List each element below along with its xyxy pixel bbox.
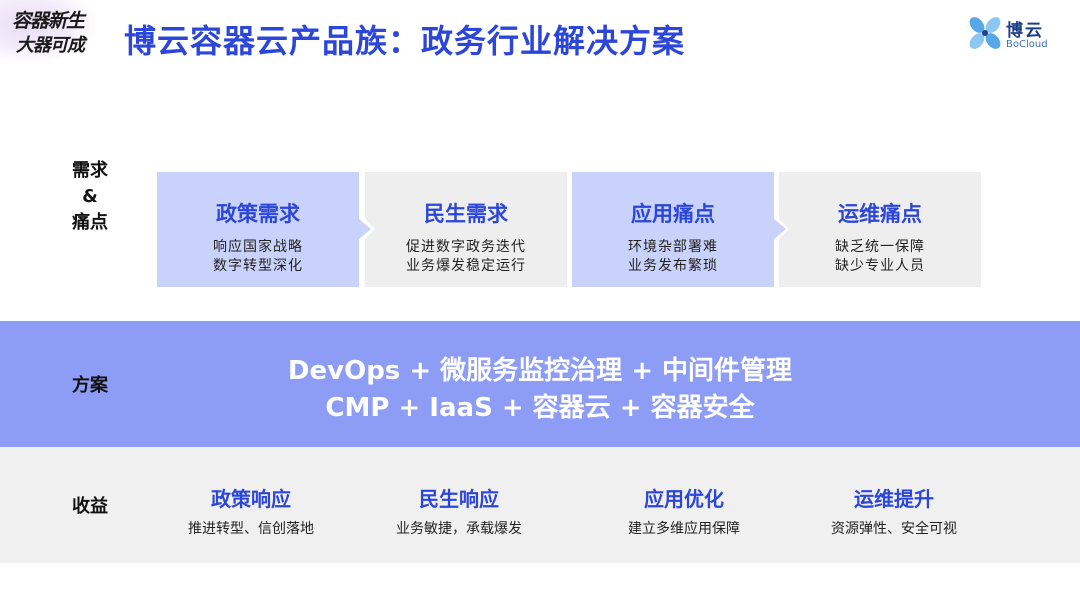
need-card-line: 响应国家战略 bbox=[213, 239, 303, 255]
benefit-item-app: 应用优化 建立多维应用保障 bbox=[584, 483, 784, 538]
benefit-item-ops: 运维提升 资源弹性、安全可视 bbox=[794, 483, 994, 538]
benefit-desc: 业务敏捷，承载爆发 bbox=[396, 521, 522, 537]
need-card-line: 业务发布繁琐 bbox=[628, 258, 718, 274]
logo-background bbox=[0, 0, 95, 62]
benefit-title: 运维提升 bbox=[854, 487, 934, 511]
row-label-solution: 方案 bbox=[72, 375, 108, 396]
need-card-livelihood: 民生需求 促进数字政务迭代 业务爆发稳定运行 bbox=[365, 172, 567, 287]
brand-mark-icon bbox=[969, 17, 1001, 49]
benefit-item-livelihood: 民生响应 业务敏捷，承载爆发 bbox=[359, 483, 559, 538]
need-card-title: 政策需求 bbox=[216, 202, 300, 226]
row-label-needs-line3: 痛点 bbox=[72, 212, 108, 233]
need-card-line: 数字转型深化 bbox=[213, 258, 303, 274]
need-card-title: 应用痛点 bbox=[631, 202, 715, 226]
card-arrow-icon bbox=[359, 219, 371, 239]
benefit-title: 民生响应 bbox=[419, 487, 499, 511]
benefit-title: 政策响应 bbox=[211, 487, 291, 511]
benefit-item-policy: 政策响应 推进转型、信创落地 bbox=[151, 483, 351, 538]
solution-line-1: DevOps + 微服务监控治理 + 中间件管理 bbox=[287, 356, 793, 386]
row-label-needs: 需求 & 痛点 bbox=[52, 158, 128, 236]
row-label-needs-line1: 需求 bbox=[72, 160, 108, 181]
need-card-line: 缺乏统一保障 bbox=[835, 239, 925, 255]
solution-band: DevOps + 微服务监控治理 + 中间件管理 CMP + IaaS + 容器… bbox=[0, 321, 1080, 447]
card-background bbox=[365, 172, 567, 287]
benefit-desc: 资源弹性、安全可视 bbox=[831, 521, 957, 537]
calligraphy-line-2: 大器可成 bbox=[16, 35, 85, 56]
need-card-title: 运维痛点 bbox=[838, 202, 922, 226]
card-background bbox=[572, 172, 774, 287]
card-background bbox=[779, 172, 981, 287]
benefit-desc: 建立多维应用保障 bbox=[628, 521, 740, 537]
need-card-line: 环境杂部署难 bbox=[628, 239, 718, 255]
card-arrow-icon bbox=[774, 219, 786, 239]
benefit-title: 应用优化 bbox=[644, 487, 724, 511]
need-card-line: 业务爆发稳定运行 bbox=[406, 258, 526, 274]
row-label-needs-line2: & bbox=[82, 186, 98, 207]
need-card-app-pain: 应用痛点 环境杂部署难 业务发布繁琐 bbox=[572, 172, 774, 287]
brand-subtitle: BoCloud bbox=[1006, 39, 1048, 50]
need-card-policy: 政策需求 响应国家战略 数字转型深化 bbox=[157, 172, 359, 287]
brand-name: 博云 bbox=[1006, 21, 1044, 41]
need-card-ops-pain: 运维痛点 缺乏统一保障 缺少专业人员 bbox=[779, 172, 981, 287]
row-label-benefits: 收益 bbox=[72, 496, 108, 517]
calligraphy-line-1: 容器新生 bbox=[12, 10, 85, 32]
brand-logo: 博云 BoCloud bbox=[968, 14, 1068, 58]
benefits-band: 政策响应 推进转型、信创落地 民生响应 业务敏捷，承载爆发 应用优化 建立多维应… bbox=[0, 447, 1080, 563]
card-background bbox=[157, 172, 359, 287]
need-card-line: 缺少专业人员 bbox=[835, 258, 925, 274]
solution-line-2: CMP + IaaS + 容器云 + 容器安全 bbox=[325, 393, 755, 423]
need-card-line: 促进数字政务迭代 bbox=[406, 239, 526, 255]
benefit-desc: 推进转型、信创落地 bbox=[188, 521, 314, 537]
need-card-title: 民生需求 bbox=[424, 202, 508, 226]
page-title: 博云容器云产品族：政务行业解决方案 bbox=[124, 22, 686, 60]
calligraphy-logo: 容器新生 大器可成 bbox=[0, 0, 95, 62]
